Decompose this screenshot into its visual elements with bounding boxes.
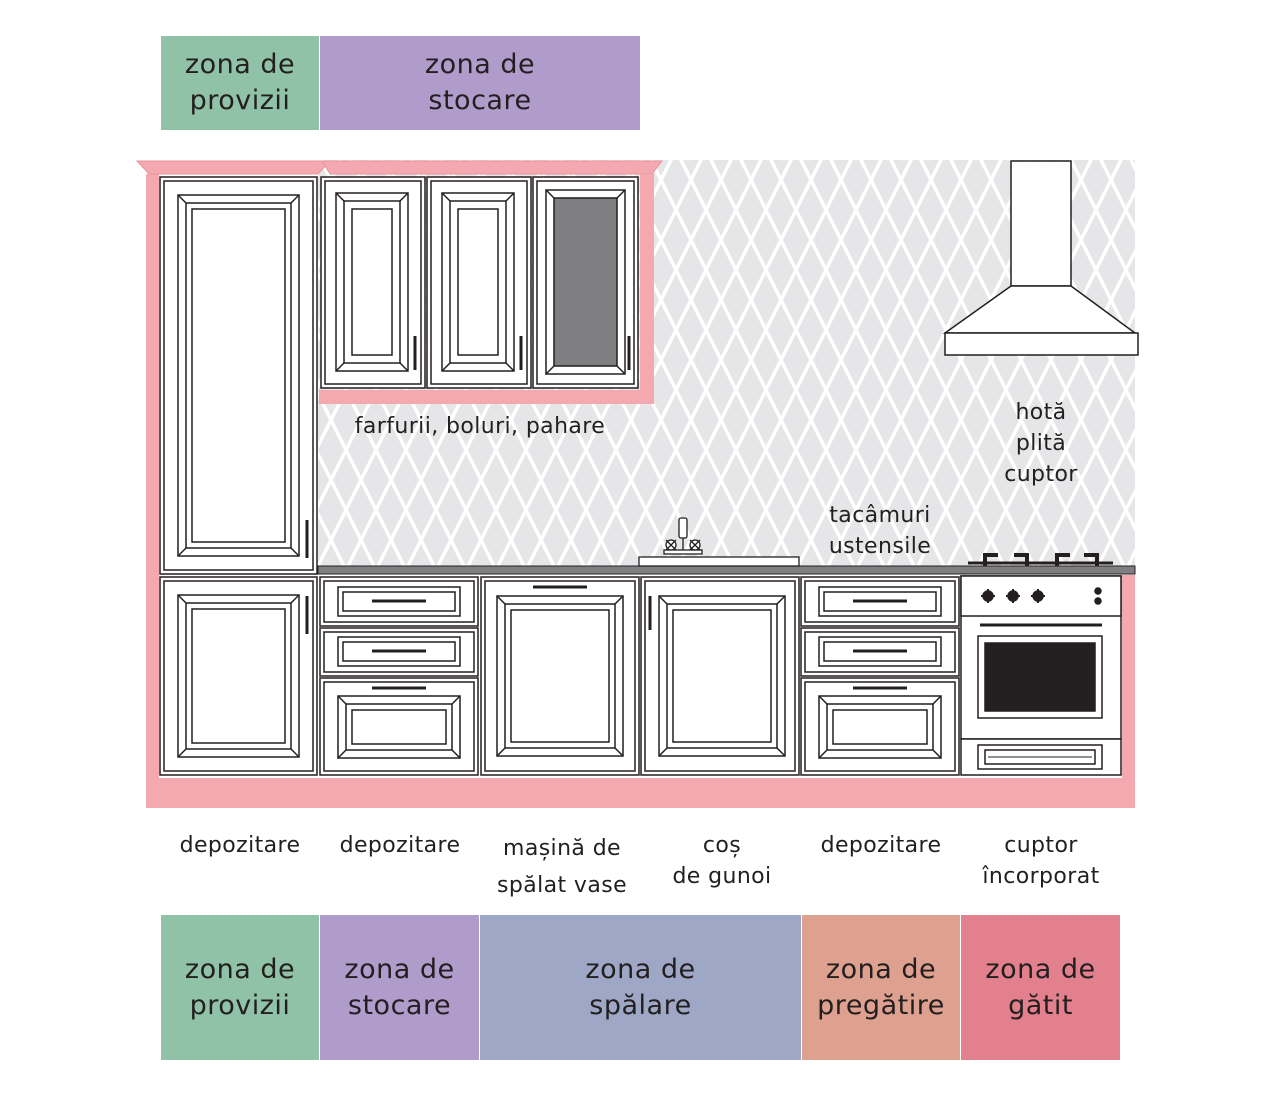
- bottom-zone-stocare-line1: zona de: [344, 953, 455, 985]
- label-hood: hotă plită cuptor: [981, 397, 1101, 490]
- tall-cabinet-lower: [159, 576, 318, 776]
- label-base-5: depozitare: [801, 830, 961, 861]
- bottom-zone-stocare: zona de stocare: [320, 915, 479, 1060]
- label-base-2: depozitare: [320, 830, 480, 861]
- label-prep-wall-line1: tacâmuri: [829, 503, 931, 528]
- wall-cabinet-cornice: [321, 160, 664, 175]
- label-base-6-line1: cuptor: [1004, 833, 1078, 858]
- right-side-frame: [1122, 575, 1135, 778]
- wall-cabinet-door-1: [320, 176, 426, 389]
- label-hood-line3: cuptor: [1004, 462, 1078, 487]
- label-base-3-line1: mașină de: [502, 836, 621, 861]
- bottom-zone-provizii-line2: provizii: [189, 989, 291, 1021]
- top-zone-provizii-line1: zona de: [184, 49, 296, 80]
- oven: [960, 575, 1122, 776]
- label-base-4: coș de gunoi: [642, 830, 802, 892]
- label-base-5-line1: depozitare: [820, 833, 942, 858]
- plinth-frame: [146, 778, 1135, 808]
- top-zone-stocare-line1: zona de: [424, 49, 536, 80]
- tall-cabinet-cornice: [135, 160, 332, 175]
- bottom-zone-spalare: zona de spălare: [480, 915, 801, 1060]
- wall-cabinet-door-2: [426, 176, 532, 389]
- wall-cabinet-bottom-frame: [319, 390, 654, 404]
- bottom-zone-gatit-line2: gătit: [1008, 989, 1073, 1021]
- label-base-4-line1: coș: [702, 833, 742, 858]
- bottom-zone-provizii: zona de provizii: [161, 915, 319, 1060]
- bottom-zone-stocare-line2: stocare: [347, 989, 452, 1021]
- label-hood-line2: plită: [1015, 431, 1067, 456]
- label-prep-wall-line2: ustensile: [828, 534, 932, 559]
- label-base-1: depozitare: [160, 830, 320, 861]
- wall-cabinet-door-glass: [532, 176, 639, 389]
- stove-grates: [968, 553, 1113, 566]
- label-base-2-line1: depozitare: [339, 833, 461, 858]
- left-side-frame: [146, 174, 159, 778]
- label-base-3: mașină de spălat vase: [482, 830, 642, 904]
- wall-cabinet-right-frame: [640, 174, 654, 392]
- label-prep-wall: tacâmuri ustensile: [810, 500, 950, 562]
- top-zone-provizii: zona de provizii: [161, 36, 319, 130]
- tall-cabinet-upper: [159, 176, 318, 575]
- bottom-zone-gatit-line1: zona de: [985, 953, 1096, 985]
- base-trash-cabinet: [640, 576, 800, 776]
- bottom-zone-pregatire-line2: pregătire: [817, 989, 945, 1021]
- label-base-6-line2: încorporat: [982, 864, 1100, 889]
- label-base-4-line2: de gunoi: [672, 864, 772, 889]
- top-zone-provizii-line2: provizii: [189, 85, 291, 116]
- bottom-zone-spalare-line1: zona de: [585, 953, 696, 985]
- bottom-zone-pregatire-line1: zona de: [825, 953, 937, 985]
- top-zone-stocare-line2: stocare: [428, 85, 532, 116]
- label-base-1-line1: depozitare: [179, 833, 301, 858]
- bottom-zone-gatit: zona de gătit: [961, 915, 1120, 1060]
- bottom-zone-pregatire: zona de pregătire: [802, 915, 960, 1060]
- base-dishwasher: [480, 576, 640, 776]
- label-upper-cabinets-text: farfurii, boluri, pahare: [354, 414, 606, 439]
- countertop: [317, 565, 1136, 575]
- base-drawers-right: [800, 576, 960, 776]
- label-base-3-line2: spălat vase: [496, 873, 628, 898]
- sink-faucet: [638, 517, 800, 567]
- label-upper-cabinets: farfurii, boluri, pahare: [330, 411, 630, 442]
- bottom-zone-provizii-line1: zona de: [184, 953, 296, 985]
- label-hood-line1: hotă: [1015, 400, 1067, 425]
- label-base-6: cuptor încorporat: [961, 830, 1121, 892]
- range-hood: [942, 160, 1139, 356]
- bottom-zone-spalare-line2: spălare: [589, 989, 692, 1021]
- top-zone-stocare: zona de stocare: [320, 36, 640, 130]
- base-drawers-left: [319, 576, 479, 776]
